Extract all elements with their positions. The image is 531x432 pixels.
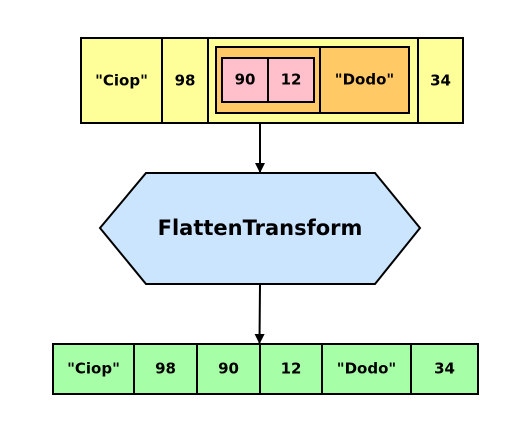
output-cell-98-label: 98 (155, 360, 176, 378)
input-cell-98-label: 98 (175, 72, 196, 90)
nested-cell-12 (267, 57, 315, 103)
nested-cell-12-label: 12 (281, 71, 302, 89)
input-cell-ciop (80, 37, 163, 124)
input-cell-98 (161, 37, 209, 124)
output-cell-12 (259, 343, 323, 395)
flatten-transform-node: FlattenTransform (98, 172, 422, 285)
arrow-transform-to-output (254, 283, 265, 344)
output-cell-98 (133, 343, 198, 395)
transform-hexagon (98, 172, 422, 285)
output-cell-34-label: 34 (434, 360, 455, 378)
nested-cell-90-label: 90 (235, 71, 256, 89)
input-record: "Ciop" 98 90 12 "Dodo" 34 (80, 37, 464, 124)
output-cell-34 (410, 343, 479, 395)
output-cell-dodo (321, 343, 412, 395)
output-cell-dodo-label: "Dodo" (337, 360, 396, 378)
output-cell-ciop-label: "Ciop" (67, 360, 120, 378)
input-cell-ciop-label: "Ciop" (95, 72, 148, 90)
output-cell-12-label: 12 (281, 360, 302, 378)
output-record: "Ciop" 98 90 12 "Dodo" 34 (52, 343, 479, 395)
output-cell-ciop (52, 343, 135, 395)
nested-record: 90 12 "Dodo" (215, 46, 410, 114)
transform-label: FlattenTransform (158, 216, 363, 240)
nested-cell-dodo-label: "Dodo" (335, 71, 394, 89)
input-cell-34 (417, 37, 464, 124)
output-cell-90-label: 90 (218, 360, 239, 378)
input-cell-34-label: 34 (430, 72, 451, 90)
